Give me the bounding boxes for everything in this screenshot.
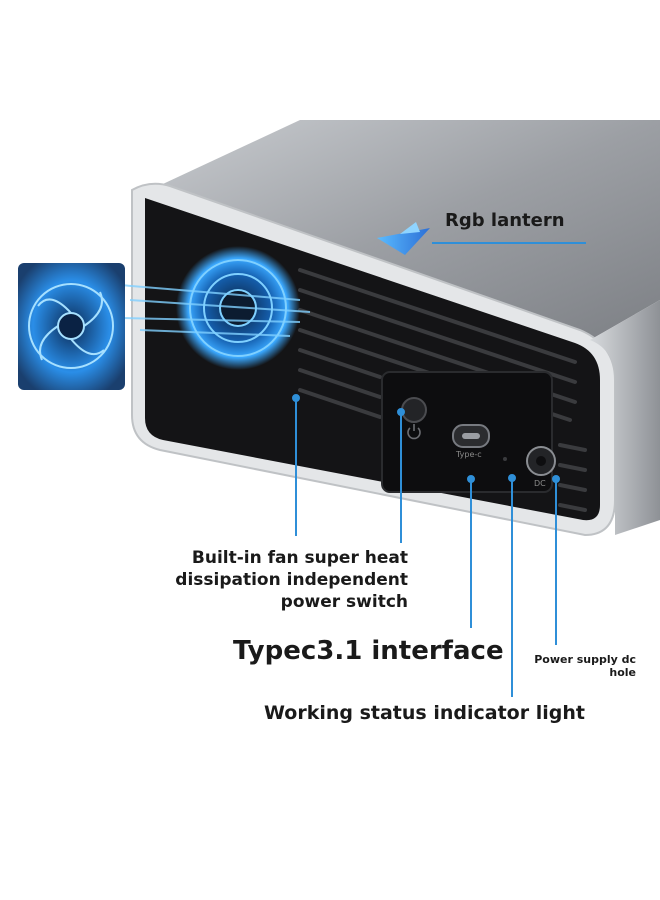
dc-hole-label-line-2: hole (609, 666, 636, 679)
enclosure-top (150, 120, 660, 340)
power-icon (407, 424, 421, 440)
fan-switch-label: Built-in fan super heat dissipation inde… (175, 547, 408, 613)
typec-label: Typec3.1 interface (233, 636, 504, 666)
fan-blades-icon (28, 283, 114, 369)
callout-lines (292, 242, 586, 697)
rgb-lantern-label: Rgb lantern (445, 210, 565, 231)
fan-switch-label-line-1: Built-in fan super heat (191, 548, 408, 568)
airflow-streaks (119, 284, 311, 337)
fan-switch-label-line-3: power switch (280, 592, 408, 612)
status-light-label: Working status indicator light (264, 702, 585, 724)
dc-hole-label: Power supply dc hole (534, 653, 636, 679)
status-led (503, 457, 507, 461)
enclosure-side (590, 300, 660, 535)
dc-marking: DC (534, 479, 546, 488)
fan-switch-label-line-2: dissipation independent (175, 570, 408, 590)
dc-jack-pin (536, 456, 546, 466)
typec-marking: Type-c (456, 450, 482, 459)
typec-port-tongue (462, 433, 480, 439)
dc-hole-label-line-1: Power supply dc (534, 653, 636, 666)
rgb-light-icon (377, 222, 430, 255)
power-button (401, 397, 427, 423)
